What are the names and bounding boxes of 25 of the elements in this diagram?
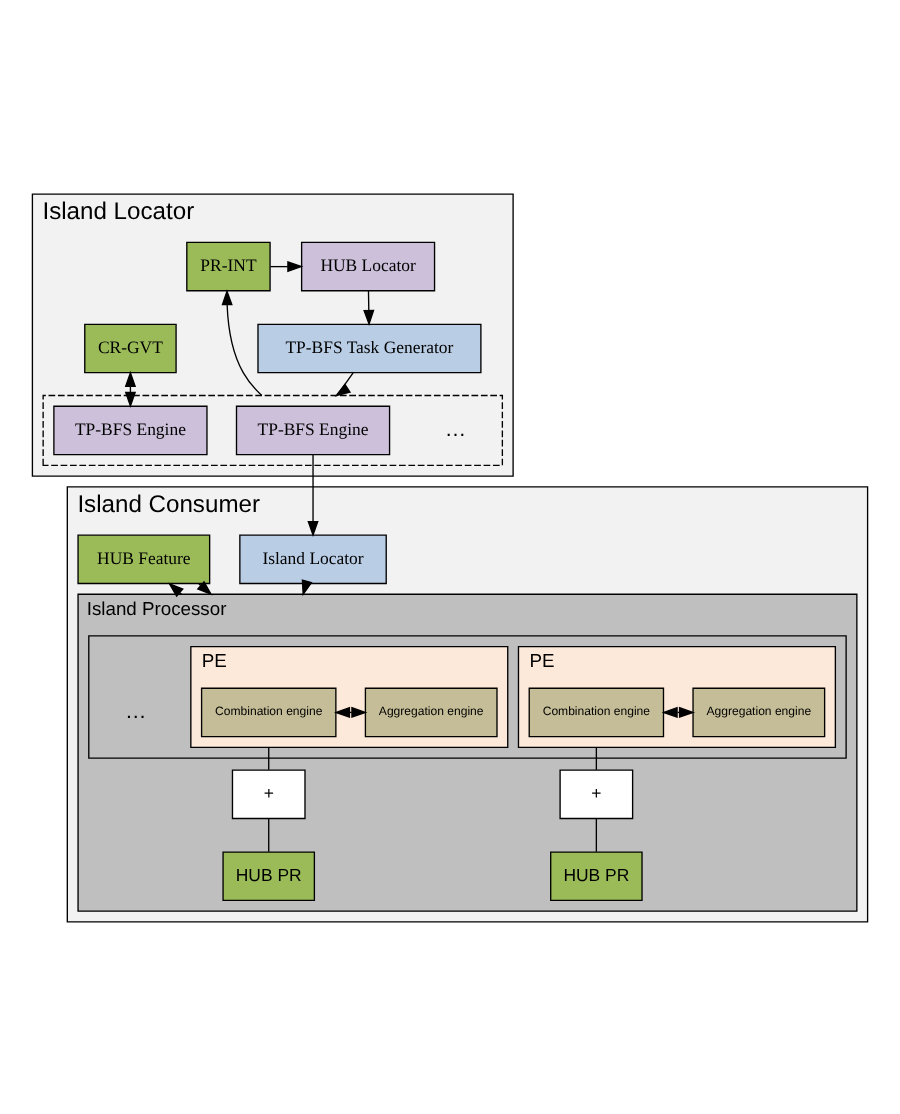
arrow	[334, 371, 354, 396]
arrow	[363, 289, 375, 326]
arrow	[661, 705, 696, 718]
cluster	[42, 393, 504, 466]
arrow	[196, 579, 213, 595]
connector	[268, 745, 270, 770]
label: …	[125, 698, 147, 723]
node-box: +	[559, 768, 634, 819]
node-box: HUB PR	[222, 850, 316, 901]
connector	[595, 745, 598, 770]
label: …	[444, 416, 467, 441]
node-box: TP-BFS Engine	[53, 404, 208, 455]
node-box: TP-BFS Task Generator	[257, 322, 482, 373]
node-box: HUB PR	[550, 850, 643, 901]
arrow	[333, 705, 368, 718]
node-box: +	[231, 768, 306, 819]
cluster	[88, 634, 847, 758]
node-box: PR-INT	[186, 240, 271, 291]
arrow	[307, 453, 319, 537]
node-box: HUB Locator	[300, 240, 436, 291]
connector	[268, 816, 270, 852]
node-box: TP-BFS Engine	[235, 404, 391, 455]
connector	[595, 816, 598, 852]
node-box: CR-GVT	[84, 322, 177, 373]
arrow	[124, 369, 137, 407]
